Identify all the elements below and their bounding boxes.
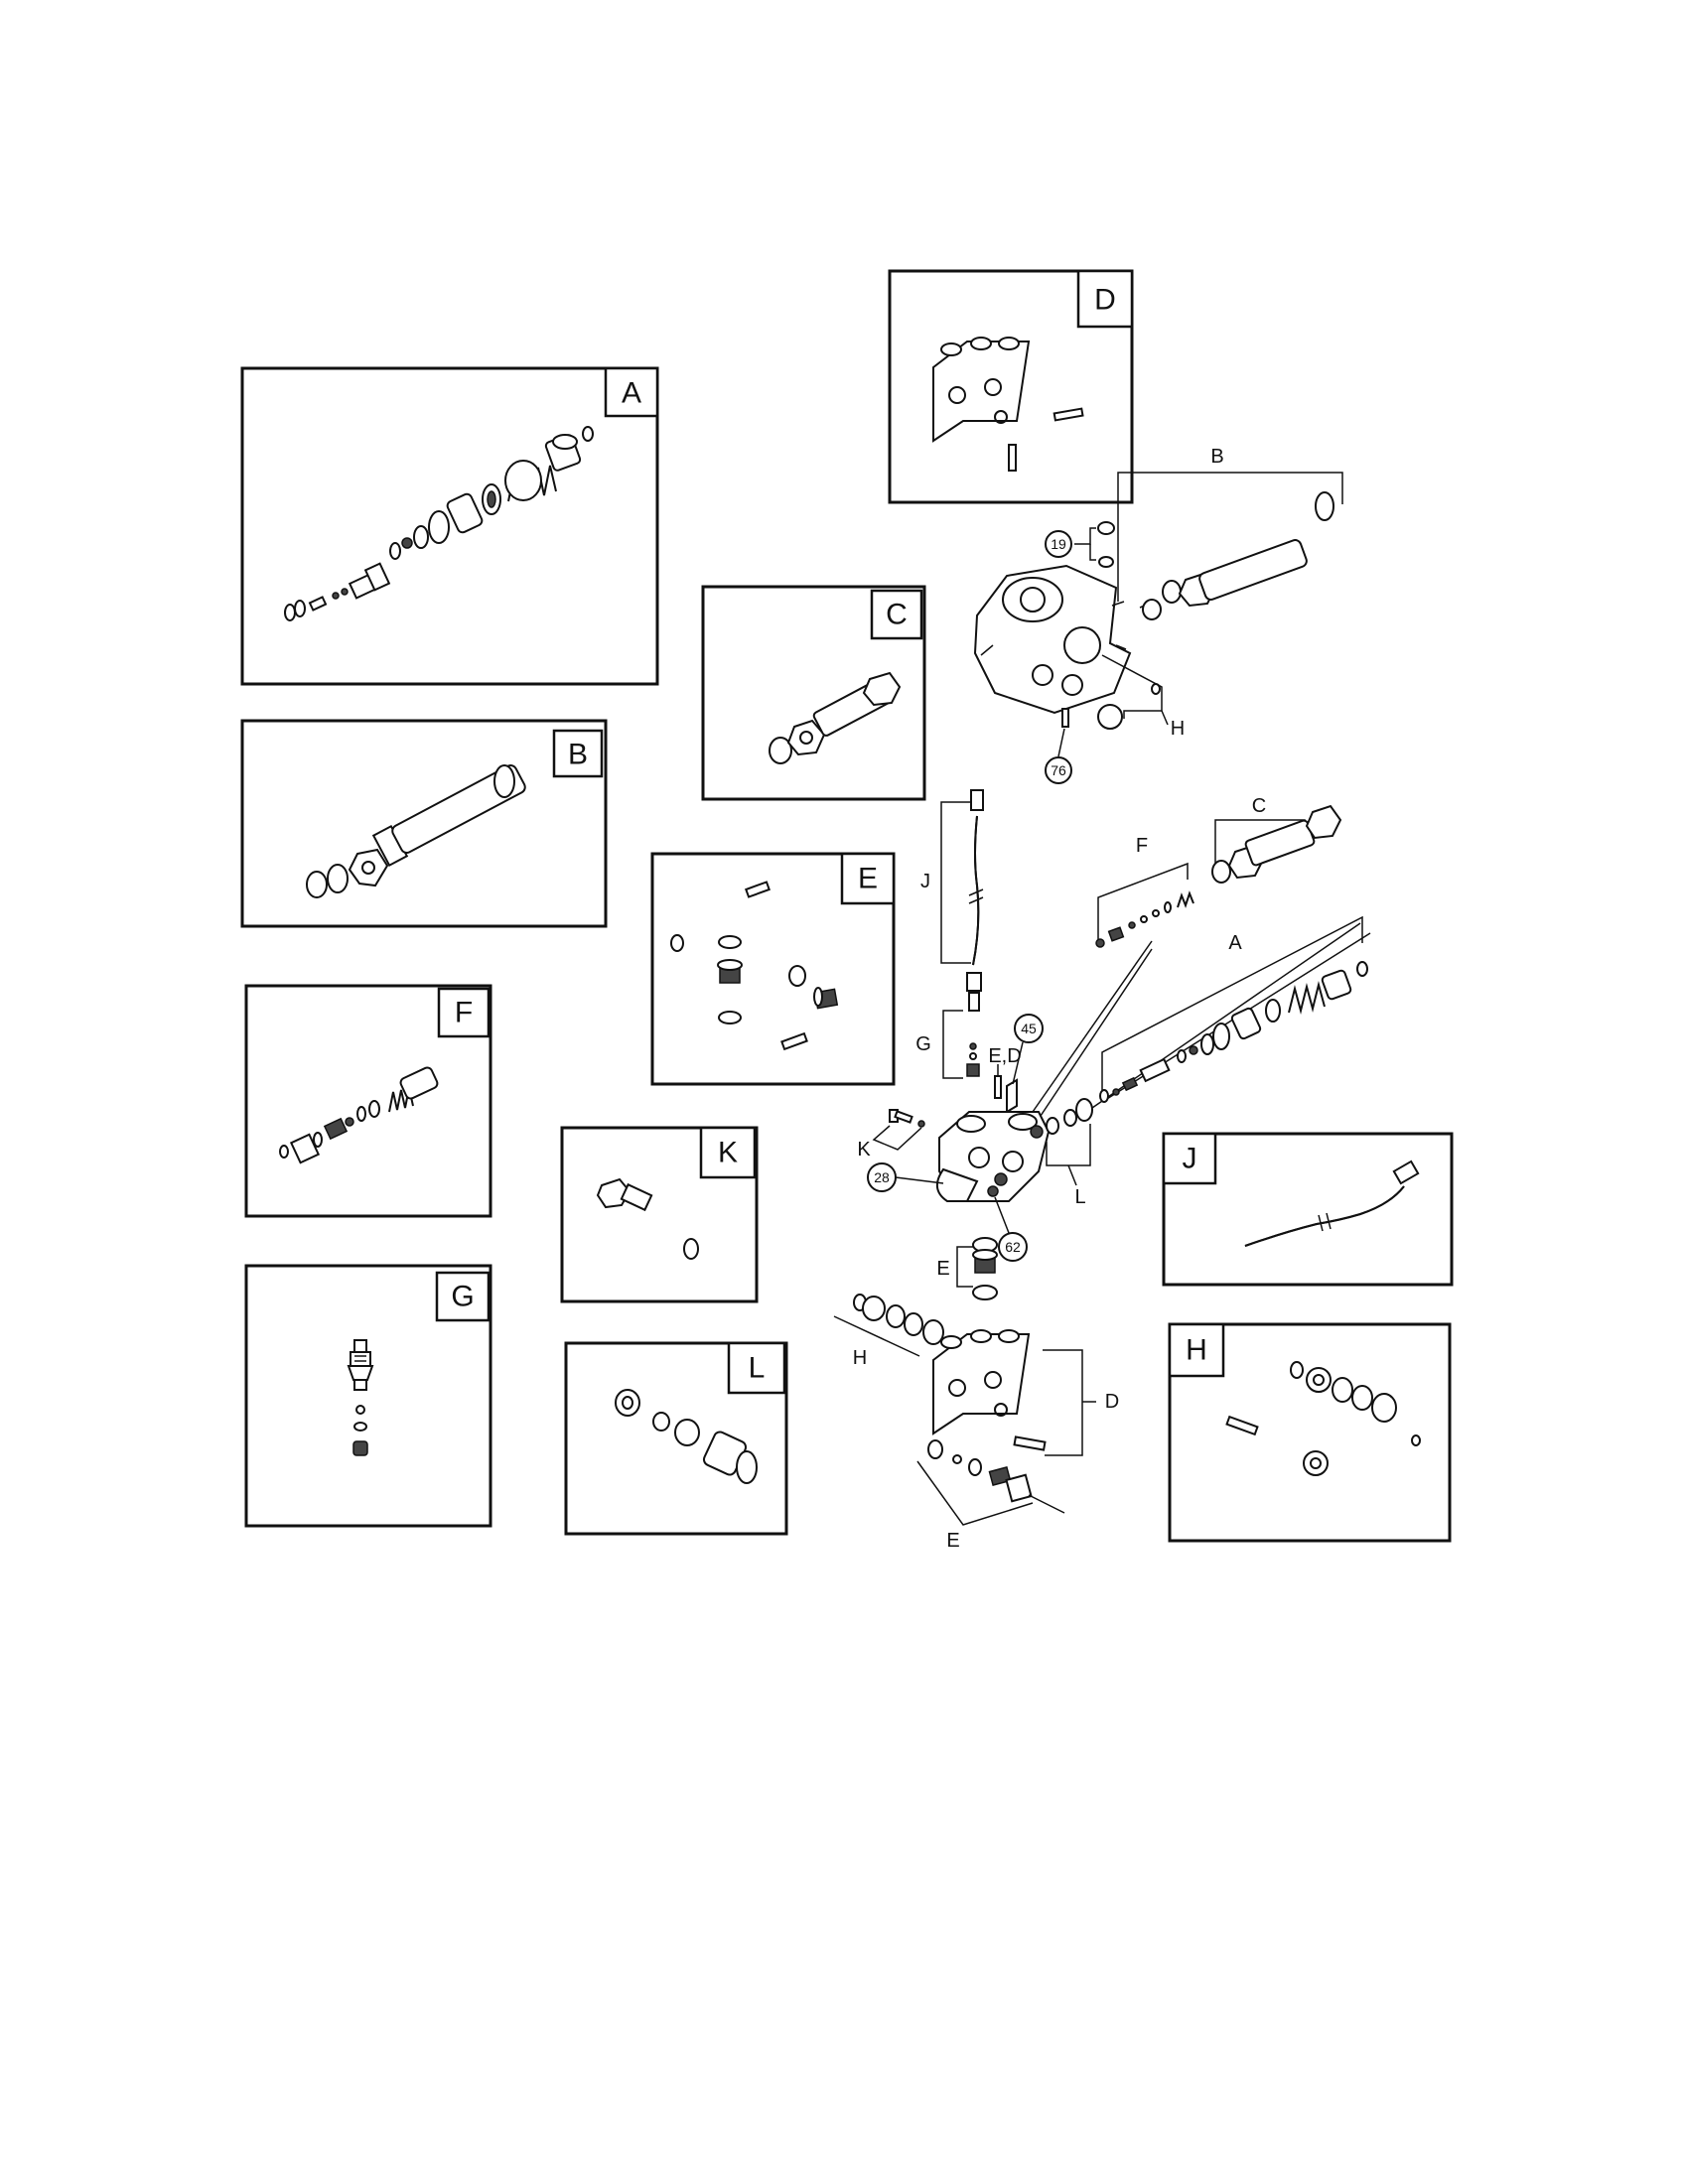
part-28-label: 28: [874, 1169, 890, 1185]
kit-box-c: C: [701, 585, 926, 801]
callout-f-main: F: [1136, 835, 1148, 857]
right-assemblies: C F A: [1032, 795, 1371, 1117]
callout-l: L: [1074, 1186, 1085, 1208]
callout-e-upper: E: [936, 1258, 949, 1280]
part-62-label: 62: [1005, 1239, 1021, 1255]
kit-box-l: L: [564, 1341, 788, 1536]
kit-box-b: B: [240, 719, 608, 928]
kit-c-tag: C: [886, 599, 908, 631]
kit-f-parts: [279, 1066, 439, 1164]
kit-g-tag: G: [451, 1281, 474, 1313]
callout-g-group: G: [915, 1010, 980, 1079]
kit-k-tag: K: [718, 1137, 738, 1169]
manifold-center: K 28 62 L: [857, 1098, 1093, 1262]
callout-j: J: [920, 871, 930, 892]
kit-a-parts: [284, 426, 594, 621]
callout-g: G: [915, 1033, 931, 1055]
part-45-label: 45: [1021, 1021, 1037, 1036]
kit-k-parts: [596, 1177, 699, 1260]
kit-box-a: A: [240, 366, 659, 686]
kit-d-tag: D: [1094, 284, 1116, 317]
callout-ed: E,D: [988, 1045, 1021, 1067]
part-76-label: 76: [1051, 762, 1066, 778]
callout-ed-group: E,D 45: [988, 1014, 1044, 1114]
kit-g-parts: [347, 1339, 374, 1456]
hose-j-center: J: [920, 789, 984, 1012]
kit-e-tag: E: [858, 863, 878, 895]
kit-c-parts: [769, 671, 902, 764]
pump-assembly-upper: B 19 76 H: [973, 446, 1343, 784]
kit-a-tag: A: [622, 377, 641, 410]
callout-h-upper: H: [1171, 718, 1185, 740]
kit-j-hose: [1244, 1160, 1420, 1247]
kit-l-parts: [615, 1389, 758, 1484]
kit-h-parts: [1225, 1361, 1421, 1476]
kit-box-k: K: [560, 1126, 759, 1303]
kit-box-j: J: [1162, 1132, 1454, 1287]
kit-box-f: F: [244, 984, 492, 1218]
kit-box-d: D: [888, 269, 1134, 504]
kit-f-tag: F: [455, 997, 473, 1029]
kit-box-e: E: [650, 852, 896, 1086]
callout-c-main: C: [1252, 795, 1266, 817]
kit-j-tag: J: [1183, 1143, 1197, 1175]
kit-d-manifold: [932, 337, 1084, 472]
callout-b: B: [1210, 446, 1223, 468]
kit-box-h: H: [1168, 1322, 1452, 1543]
callout-e-lower: E: [946, 1530, 959, 1552]
kit-e-parts: [670, 881, 839, 1051]
callout-k: K: [857, 1139, 871, 1160]
callout-a-main: A: [1228, 932, 1242, 954]
kit-l-tag: L: [749, 1352, 766, 1385]
kit-b-parts: [306, 764, 526, 898]
pump-assembly-lower: E H D E: [833, 1237, 1119, 1552]
kit-b-tag: B: [568, 739, 588, 771]
callout-d-lower: D: [1105, 1391, 1119, 1413]
callout-h-lower: H: [853, 1347, 867, 1369]
kit-h-tag: H: [1186, 1334, 1207, 1367]
part-19-label: 19: [1051, 536, 1066, 552]
kit-box-g: G: [244, 1264, 492, 1528]
